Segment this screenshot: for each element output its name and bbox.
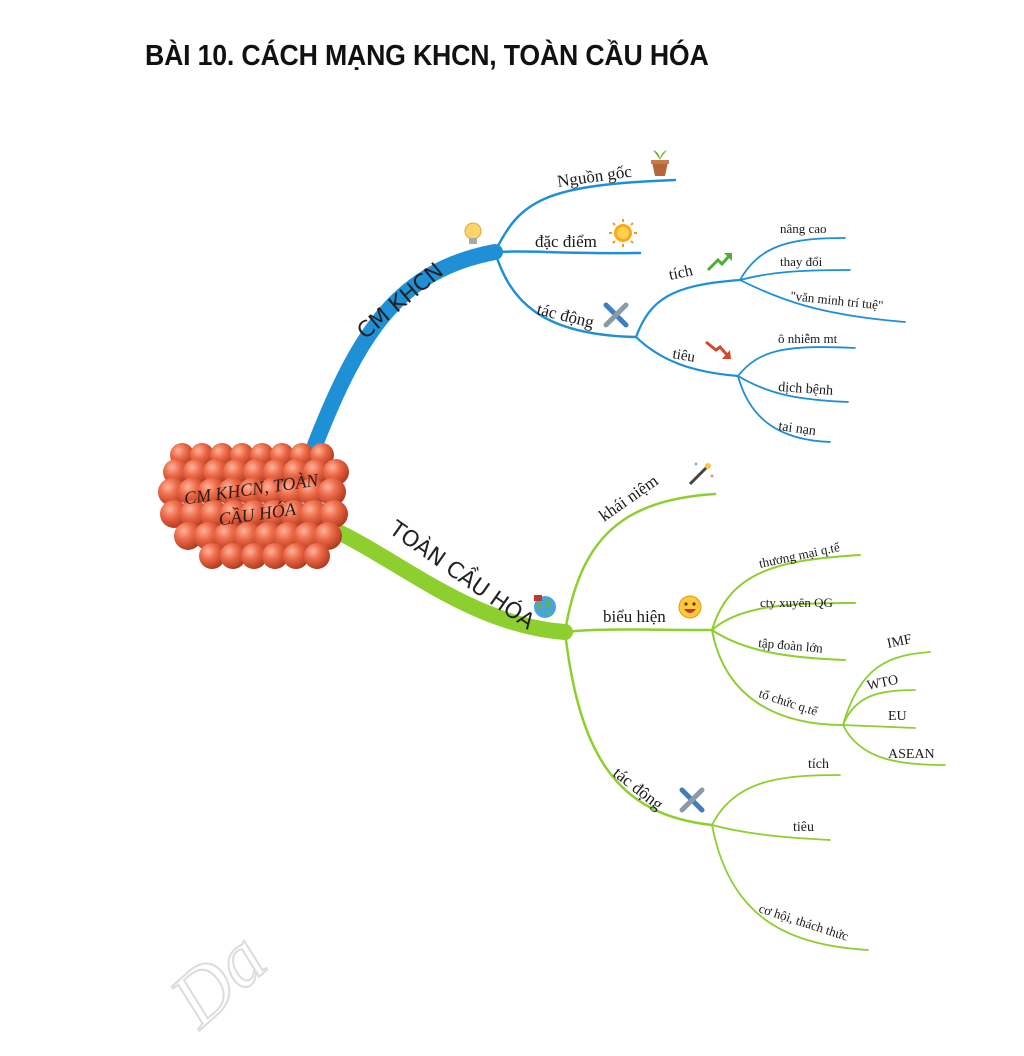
page-title: BÀI 10. CÁCH MẠNG KHCN, TOÀN CẦU HÓA <box>145 40 709 72</box>
center-sphere <box>199 543 225 569</box>
connector-bieu-hien <box>563 628 714 634</box>
center-sphere <box>178 478 206 506</box>
connector-nguon-goc <box>493 178 677 254</box>
connector-eu <box>842 724 916 729</box>
node-van-minh-tri-tue: "văn minh trí tuệ" <box>790 288 884 313</box>
tools-icon <box>603 302 629 328</box>
node-dac-diem: đặc điểm <box>535 232 597 251</box>
sun-icon <box>609 219 637 247</box>
center-sphere <box>280 500 308 528</box>
node-thay-doi: thay đổi <box>780 254 823 269</box>
center-sphere <box>274 522 302 550</box>
connector-cty-xuyen <box>711 602 856 631</box>
node-tieu: tiêu <box>671 346 696 366</box>
connector-tac-dong-green <box>563 630 714 827</box>
node-co-hoi-thach-thuc: cơ hội, thách thức <box>757 901 851 944</box>
tools-icon-green <box>679 787 705 813</box>
center-sphere <box>220 543 246 569</box>
arrow-up-icon <box>706 253 732 272</box>
plant-pot-icon <box>651 150 669 176</box>
center-sphere <box>238 478 266 506</box>
center-sphere <box>218 478 246 506</box>
connector-o-nhiem <box>737 346 856 377</box>
center-sphere <box>234 522 262 550</box>
node-o-nhiem-mt: ô nhiễm mt <box>778 331 838 346</box>
connector-dich-benh <box>737 375 849 403</box>
connector-dac-diem <box>493 250 642 255</box>
arrow-down-icon <box>705 340 731 359</box>
center-sphere <box>158 478 186 506</box>
node-tap-doan-lon: tập đoàn lớn <box>758 635 824 656</box>
connector-to-chuc <box>711 629 844 726</box>
center-sphere <box>180 500 208 528</box>
center-sphere <box>294 522 322 550</box>
node-asean: ASEAN <box>888 747 935 762</box>
node-cty-xuyen-qg: cty xuyên QG <box>760 595 833 610</box>
center-sphere <box>320 500 348 528</box>
center-sphere <box>262 543 288 569</box>
node-tieu-green: tiêu <box>793 820 814 835</box>
node-tich: tích <box>667 262 694 284</box>
center-sphere <box>241 543 267 569</box>
node-thuong-mai-q-te: thương mại q.tế <box>758 539 843 571</box>
node-wto: WTO <box>866 673 900 694</box>
node-imf: IMF <box>886 632 914 652</box>
node-eu: EU <box>888 709 907 724</box>
center-sphere <box>214 522 242 550</box>
main-branch-blue-connector <box>307 244 503 453</box>
connector-tich-green <box>711 774 841 826</box>
lightbulb-icon <box>464 222 482 244</box>
connector-khai-niem <box>563 492 717 634</box>
connector-asean <box>842 724 946 766</box>
center-sphere <box>298 478 326 506</box>
center-sphere <box>304 543 330 569</box>
node-to-chuc-q-te: tổ chức q.tế <box>757 686 821 719</box>
connector-nang-cao <box>739 237 846 281</box>
connector-thuong-mai <box>711 554 861 631</box>
branch-cm-khcn <box>307 178 906 453</box>
center-sphere <box>174 522 202 550</box>
center-sphere <box>160 500 188 528</box>
center-sphere <box>283 543 309 569</box>
center-spheres <box>158 443 349 569</box>
connector-tai-nan <box>737 375 831 443</box>
globe-icon <box>534 595 556 618</box>
node-tai-nan: tai nạn <box>777 419 816 439</box>
smiley-icon <box>678 595 702 619</box>
connector-van-minh <box>739 279 906 323</box>
connector-wto <box>842 689 916 726</box>
center-sphere <box>300 500 328 528</box>
center-sphere <box>220 500 248 528</box>
center-sphere <box>198 478 226 506</box>
main-branch-green-connector <box>322 520 573 640</box>
node-tac-dong-green: tác động <box>610 763 668 814</box>
center-sphere <box>194 522 222 550</box>
node-dich-benh: dịch bệnh <box>778 380 834 399</box>
connector-co-hoi <box>711 824 869 951</box>
connector-tieu <box>634 335 740 378</box>
connector-thay-doi <box>739 269 851 281</box>
center-sphere <box>318 478 346 506</box>
magic-wand-icon <box>688 462 714 486</box>
center-sphere <box>240 500 268 528</box>
branch-toan-cau-hoa <box>322 492 946 951</box>
connector-tich <box>634 278 742 339</box>
branch-label-cm-khcn: CM KHCN <box>353 259 449 345</box>
watermark: Da <box>152 914 282 1043</box>
connector-tieu-green <box>711 824 831 841</box>
node-tich-green: tích <box>808 757 829 772</box>
connector-tap-doan <box>711 629 846 661</box>
center-sphere <box>278 478 306 506</box>
center-sphere <box>314 522 342 550</box>
node-nang-cao: nâng cao <box>780 221 827 236</box>
center-node: CM KHCN, TOÀN CẦU HÓA <box>158 443 349 569</box>
node-bieu-hien: biểu hiện <box>603 607 666 626</box>
connector-imf <box>842 651 931 726</box>
connector-tac-dong <box>493 250 638 339</box>
center-sphere <box>258 478 286 506</box>
center-sphere <box>260 500 288 528</box>
center-sphere <box>200 500 228 528</box>
